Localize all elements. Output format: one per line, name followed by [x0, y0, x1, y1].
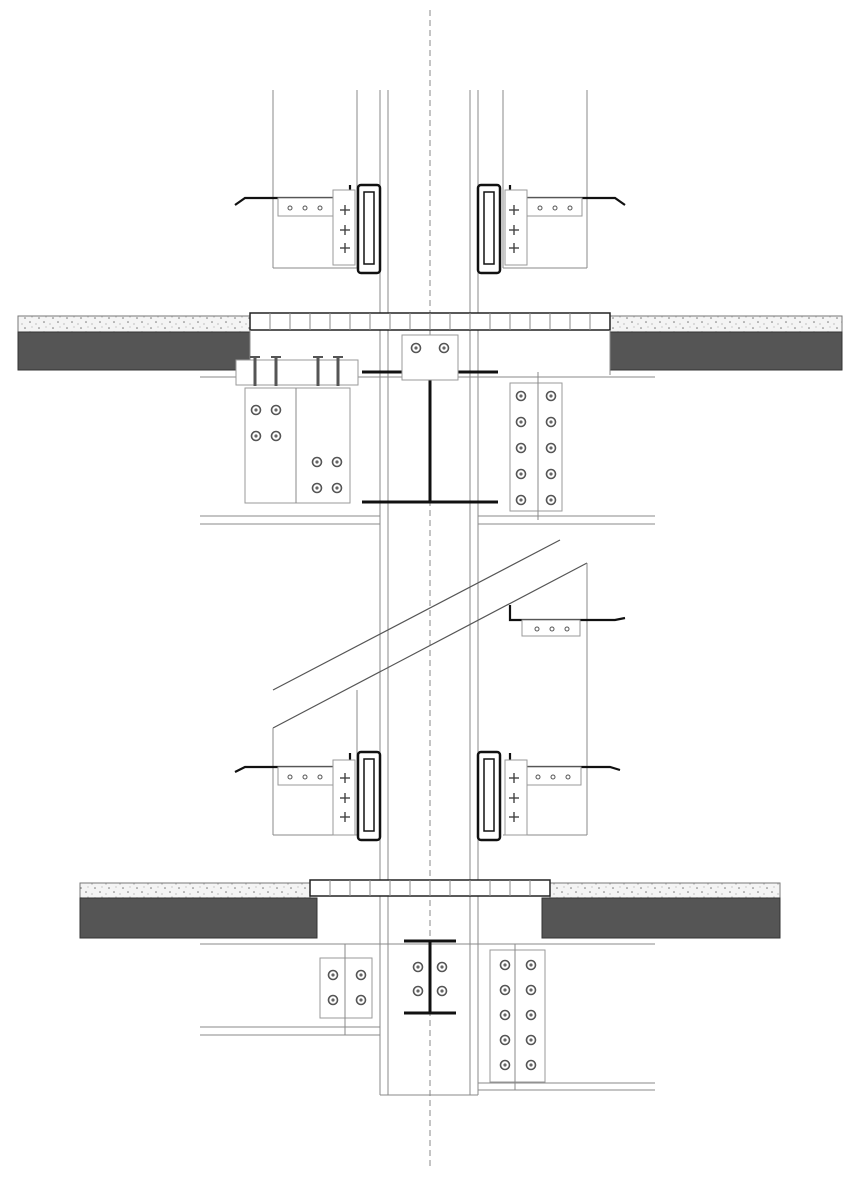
plate-bolt [565, 774, 571, 780]
bolt [311, 482, 323, 494]
plate-bolt [564, 626, 570, 632]
plate-bolt [302, 205, 308, 211]
bolt [525, 1059, 537, 1071]
bolt [499, 1059, 511, 1071]
shear-stud [313, 356, 323, 386]
shear-stud [271, 356, 281, 386]
shear-stud [333, 356, 343, 386]
bolt [250, 430, 262, 442]
weld-marks [340, 205, 519, 822]
plate-bolt [317, 205, 323, 211]
plate-bolt [535, 774, 541, 780]
weld-cross [509, 773, 519, 783]
plate-bolt [317, 774, 323, 780]
plate-bolt [534, 626, 540, 632]
bolt [525, 1009, 537, 1021]
plate-bolt [567, 205, 573, 211]
bolt [499, 959, 511, 971]
weld-cross [340, 243, 350, 253]
bolt [525, 984, 537, 996]
upper-shear-plates [200, 359, 655, 525]
bolt [270, 404, 282, 416]
upper-beam-right [476, 90, 626, 275]
bolt [436, 985, 448, 997]
weld-cross [509, 225, 519, 235]
weld-cross [509, 205, 519, 215]
bolt [438, 342, 450, 354]
bolt [525, 1034, 537, 1046]
plate-bolt [287, 774, 293, 780]
lower-beam-right [476, 750, 621, 842]
bolt [499, 984, 511, 996]
bolt [525, 959, 537, 971]
weld-cross [509, 793, 519, 803]
weld-cross [509, 243, 519, 253]
bolt [410, 342, 422, 354]
bolt [545, 390, 557, 402]
upper-beam-left [234, 90, 382, 275]
lower-i-beam [404, 939, 456, 1015]
plate-bolt [552, 205, 558, 211]
bolt [499, 1009, 511, 1021]
bolt [515, 442, 527, 454]
deck-ribs-lower [329, 880, 531, 896]
diagonal-brace [272, 539, 588, 835]
bolt [515, 468, 527, 480]
bolt-group [250, 205, 573, 1071]
upper-i-beam [362, 334, 498, 504]
weld-cross [340, 812, 350, 822]
bolt [515, 390, 527, 402]
lower-beam-left [234, 690, 382, 842]
bolt [355, 969, 367, 981]
upper-floor-slab [17, 312, 843, 378]
weld-cross [340, 225, 350, 235]
weld-cross [340, 773, 350, 783]
lower-shear-plates [200, 944, 655, 1091]
bolt [412, 961, 424, 973]
bolt [545, 494, 557, 506]
bolt [436, 961, 448, 973]
bolt [499, 1034, 511, 1046]
lower-floor-slab [79, 879, 781, 945]
bolt [327, 969, 339, 981]
plate-bolt [549, 626, 555, 632]
bolt [515, 494, 527, 506]
bolt [355, 994, 367, 1006]
weld-cross [340, 793, 350, 803]
bolt [545, 468, 557, 480]
bolt [545, 442, 557, 454]
weld-cross [509, 812, 519, 822]
plate-bolt [302, 774, 308, 780]
bolt [311, 456, 323, 468]
bolt [545, 416, 557, 428]
bolt [331, 456, 343, 468]
bolt [250, 404, 262, 416]
bolt [515, 416, 527, 428]
deck-ribs [269, 313, 591, 330]
bolt [412, 985, 424, 997]
plate-bolt [537, 205, 543, 211]
weld-cross [340, 205, 350, 215]
bolt [270, 430, 282, 442]
bolt [331, 482, 343, 494]
bolt [327, 994, 339, 1006]
shear-stud [250, 356, 260, 386]
plate-bolt [550, 774, 556, 780]
plate-bolt [287, 205, 293, 211]
